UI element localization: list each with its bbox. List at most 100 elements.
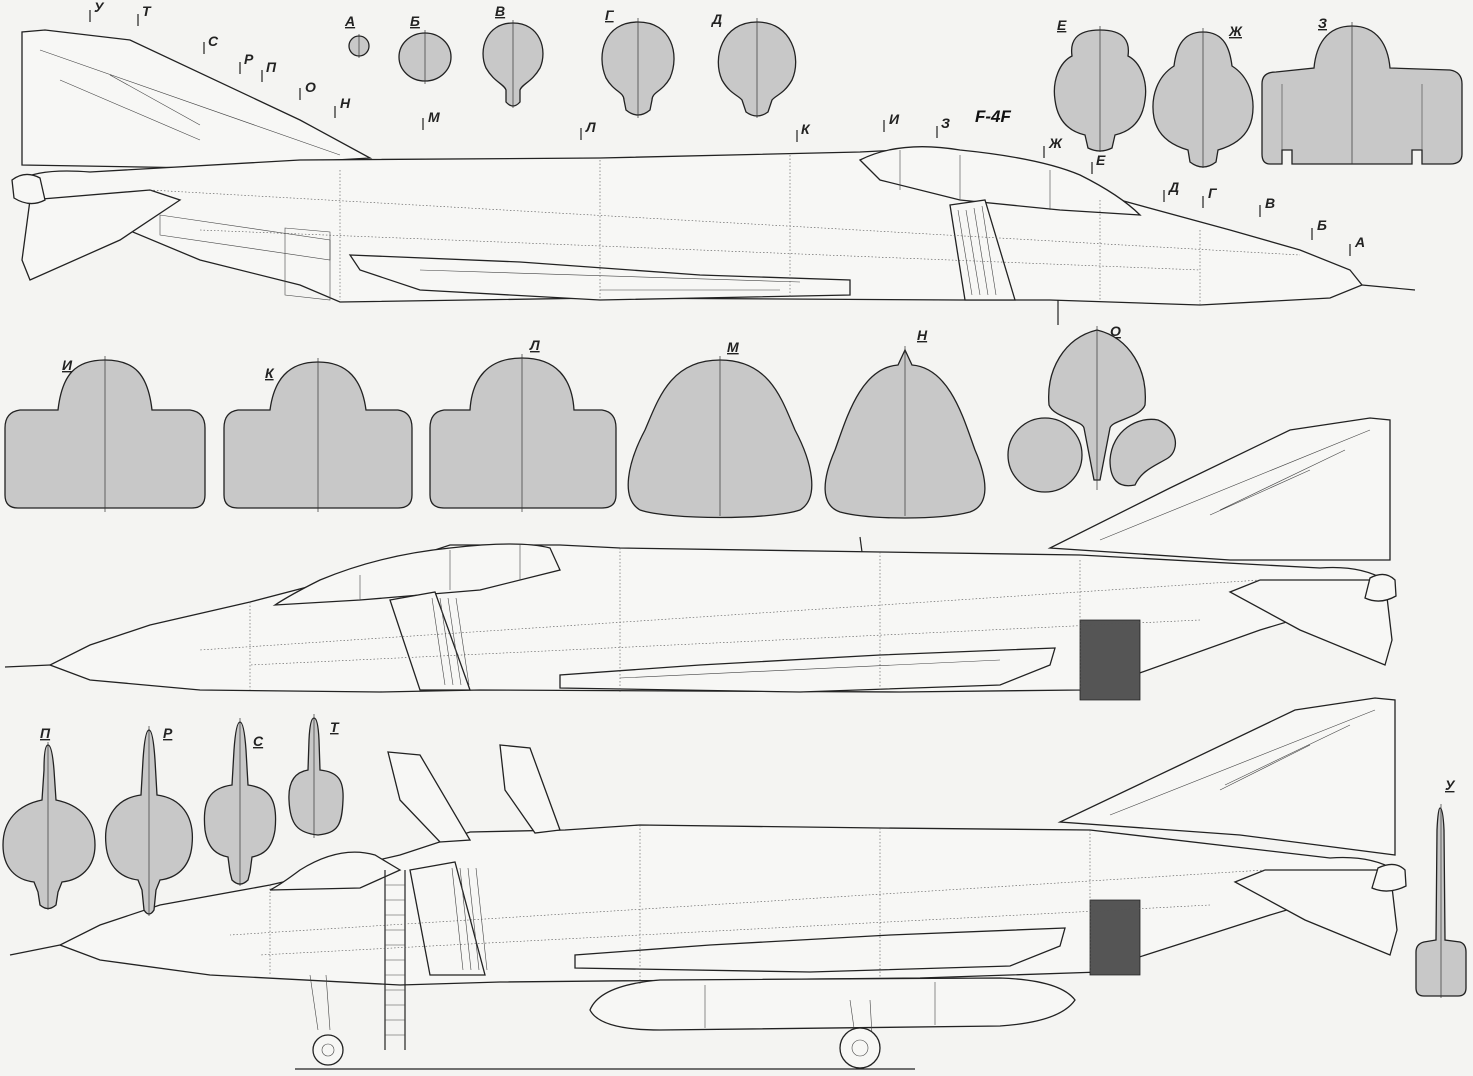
station-mark: В [1259,195,1275,217]
station-label: М [428,109,440,125]
station-mark: Б [1311,217,1327,240]
station-mark: Т [137,3,152,26]
station-label: Л [585,119,596,135]
section-s: С [203,718,277,886]
section-label: Н [917,327,928,343]
station-label: И [889,111,900,127]
section-label: И [62,357,73,373]
nozzle-top [11,173,46,205]
nose-gear [309,974,344,1066]
aircraft-side-view-middle [4,417,1397,701]
vertical-fin-middle [1047,417,1391,561]
station-mark: У [89,0,105,22]
station-label: З [941,115,950,131]
cross-sections-top: А Б В Г Д Е Ж [344,3,1463,168]
station-mark: П [261,59,277,82]
station-label: Б [1317,217,1327,233]
section-u: У [1415,777,1467,998]
section-i: И [4,356,206,512]
section-label: П [40,725,51,741]
station-mark: И [883,111,900,132]
section-label: Р [163,725,173,741]
section-z: З [1261,15,1463,165]
section-label: О [1110,323,1121,339]
section-label: Е [1057,17,1067,33]
section-b: Б [398,13,452,84]
section-e: Е [1053,17,1147,152]
section-label: К [265,365,275,381]
centerline-tank [589,977,1076,1031]
wing-tank-middle [559,647,1056,693]
station-label: Т [142,3,152,19]
station-mark: Г [1202,185,1218,208]
section-n: Н [824,327,986,519]
section-label: А [344,13,355,29]
wing-bottom [574,927,1066,973]
station-mark: А [1349,234,1365,256]
canopy-middle [272,543,561,606]
main-gear [839,999,881,1069]
section-a: А [344,13,370,58]
section-label: Л [529,337,540,353]
section-p: П [2,725,96,910]
section-k: К [223,358,413,512]
section-label: Б [410,13,420,29]
station-mark: С [203,33,219,54]
station-label: Ж [1048,135,1063,151]
boarding-ladder [384,870,406,1050]
station-label: Н [340,95,351,111]
canopy-top [858,146,1142,216]
section-label: Т [330,719,340,735]
section-label: Г [605,7,615,23]
open-canopy-rear [499,744,561,834]
section-zh: Ж [1152,23,1254,168]
section-label: У [1445,777,1456,793]
section-t: Т [288,714,344,838]
station-mark: М [422,109,440,130]
station-marks: У Т С Р П О Н М Л К И З Ж Е Д Г В Б А [89,0,1365,256]
section-label: В [495,3,505,19]
station-label: О [305,79,316,95]
station-label: Е [1096,152,1106,168]
section-label: М [727,339,739,355]
station-mark: Д [1163,179,1179,202]
section-o: О [1007,323,1177,493]
station-mark: О [299,79,316,100]
cross-sections-middle: И К Л М Н О [4,323,1177,519]
aircraft-side-view-bottom [9,697,1407,1070]
aircraft-side-view-top [11,29,1416,325]
station-mark: З [936,115,950,138]
station-mark: Л [580,119,596,140]
section-r: Р [105,725,193,916]
station-label: С [208,33,219,49]
section-l: Л [429,337,617,512]
open-canopy-front [387,751,472,843]
station-label: П [266,59,277,75]
section-g: Г [601,7,675,118]
station-label: К [801,121,811,137]
station-label: А [1354,234,1365,250]
station-mark: Е [1091,152,1106,174]
vertical-fin-bottom [1057,697,1396,856]
section-v: В [482,3,544,108]
aircraft-title: F-4F [975,107,1012,126]
station-label: В [1265,195,1275,211]
section-label: З [1318,15,1327,31]
wing-tank-top [348,254,851,301]
front-canopy-bottom [269,851,402,891]
intake-top [949,199,1016,301]
section-label: Ж [1228,23,1243,39]
nozzle-middle [1364,573,1397,602]
station-label: Д [1168,179,1179,195]
section-d: Д [711,11,797,118]
station-mark: Н [334,95,351,118]
section-label: С [253,733,264,749]
station-mark: Р [239,51,254,74]
station-mark: Ж [1043,135,1063,158]
section-label: Д [711,11,722,27]
station-label: У [94,0,105,15]
intake-bottom [409,861,486,976]
section-m: М [627,339,813,519]
